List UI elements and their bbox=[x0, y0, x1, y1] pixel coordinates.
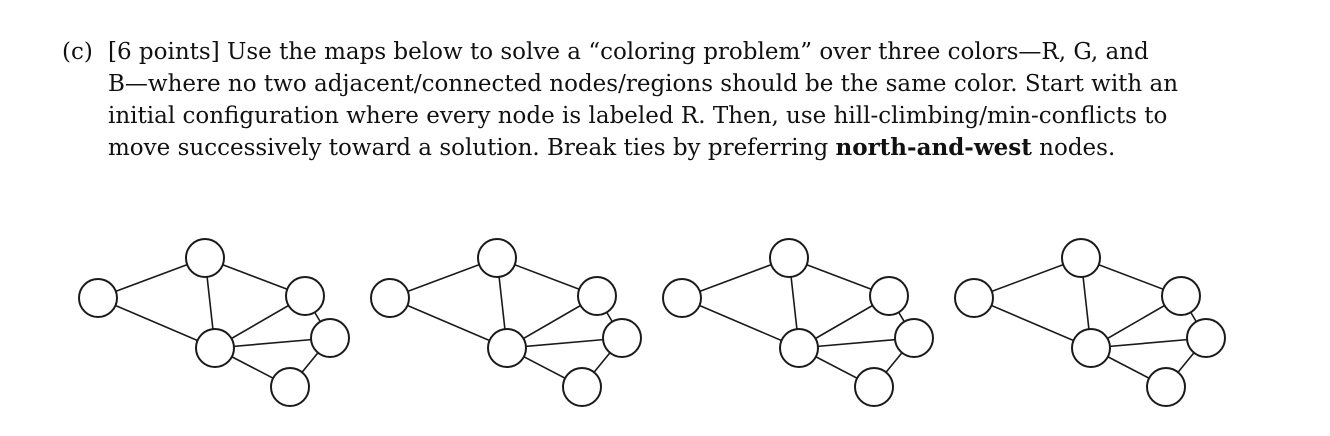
node-northeast bbox=[577, 276, 617, 316]
graph-map-4 bbox=[954, 238, 1226, 407]
node-north bbox=[769, 238, 809, 278]
node-south bbox=[270, 367, 310, 407]
node-east bbox=[602, 318, 642, 358]
node-north bbox=[477, 238, 517, 278]
node-center bbox=[1071, 328, 1111, 368]
maps-row bbox=[0, 220, 1330, 436]
edge-west-center bbox=[973, 297, 1092, 349]
problem-text: [6 points] Use the maps below to solve a… bbox=[108, 36, 1292, 164]
node-northeast bbox=[869, 276, 909, 316]
problem-line-3: initial configuration where every node i… bbox=[108, 103, 1168, 129]
edge-west-center bbox=[97, 297, 216, 349]
node-south bbox=[562, 367, 602, 407]
node-northeast bbox=[1161, 276, 1201, 316]
node-north bbox=[185, 238, 225, 278]
graph-map-3 bbox=[662, 238, 934, 407]
node-center bbox=[195, 328, 235, 368]
node-northeast bbox=[285, 276, 325, 316]
node-west bbox=[370, 278, 410, 318]
node-north bbox=[1061, 238, 1101, 278]
node-center bbox=[779, 328, 819, 368]
problem-line-2: B—where no two adjacent/connected nodes/… bbox=[108, 71, 1179, 97]
graph-map-2 bbox=[370, 238, 642, 407]
part-label: (c) bbox=[62, 39, 93, 65]
problem-statement: (c) [6 points] Use the maps below to sol… bbox=[62, 36, 1292, 164]
edge-west-center bbox=[681, 297, 800, 349]
problem-line-4: move successively toward a solution. Bre… bbox=[108, 132, 1292, 164]
node-south bbox=[854, 367, 894, 407]
problem-line-4-suffix: nodes. bbox=[1031, 135, 1116, 161]
node-east bbox=[894, 318, 934, 358]
node-center bbox=[487, 328, 527, 368]
node-south bbox=[1146, 367, 1186, 407]
problem-line-4-prefix: move successively toward a solution. Bre… bbox=[108, 135, 836, 161]
node-west bbox=[78, 278, 118, 318]
graph-maps bbox=[78, 238, 1226, 407]
edge-west-center bbox=[389, 297, 508, 349]
node-west bbox=[662, 278, 702, 318]
emphasis-north-and-west: north-and-west bbox=[835, 134, 1032, 161]
node-east bbox=[1186, 318, 1226, 358]
node-west bbox=[954, 278, 994, 318]
problem-line-1: [6 points] Use the maps below to solve a… bbox=[108, 39, 1149, 65]
node-east bbox=[310, 318, 350, 358]
graph-map-1 bbox=[78, 238, 350, 407]
